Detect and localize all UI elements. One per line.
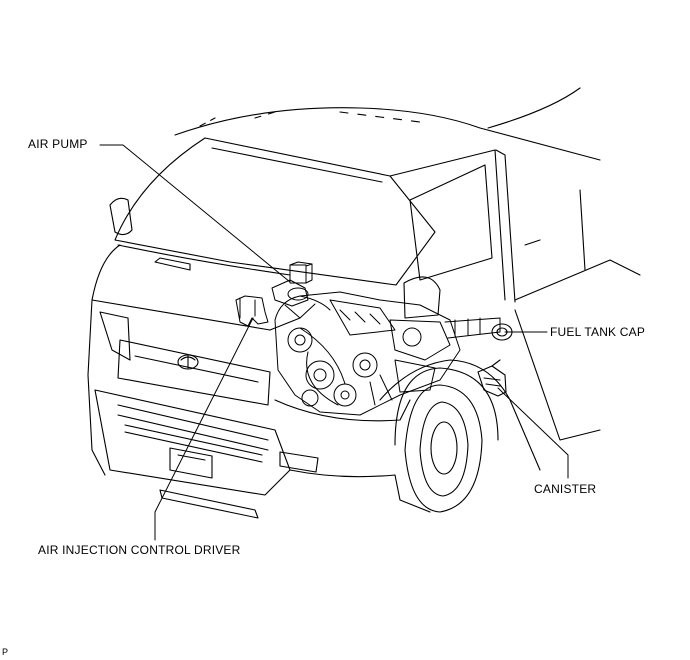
fuel-tank-cap-callout: FUEL TANK CAP <box>550 325 646 339</box>
figure-code: P <box>2 647 9 657</box>
air-pump-callout: AIR PUMP <box>28 137 88 151</box>
van-body <box>88 88 640 518</box>
front-wheel <box>395 368 498 512</box>
leader-lines <box>100 145 568 540</box>
canister <box>478 360 506 396</box>
canister-callout: CANISTER <box>534 482 597 496</box>
air-injection-control-driver-callout: AIR INJECTION CONTROL DRIVER <box>38 543 241 557</box>
engine-assembly <box>236 262 500 415</box>
